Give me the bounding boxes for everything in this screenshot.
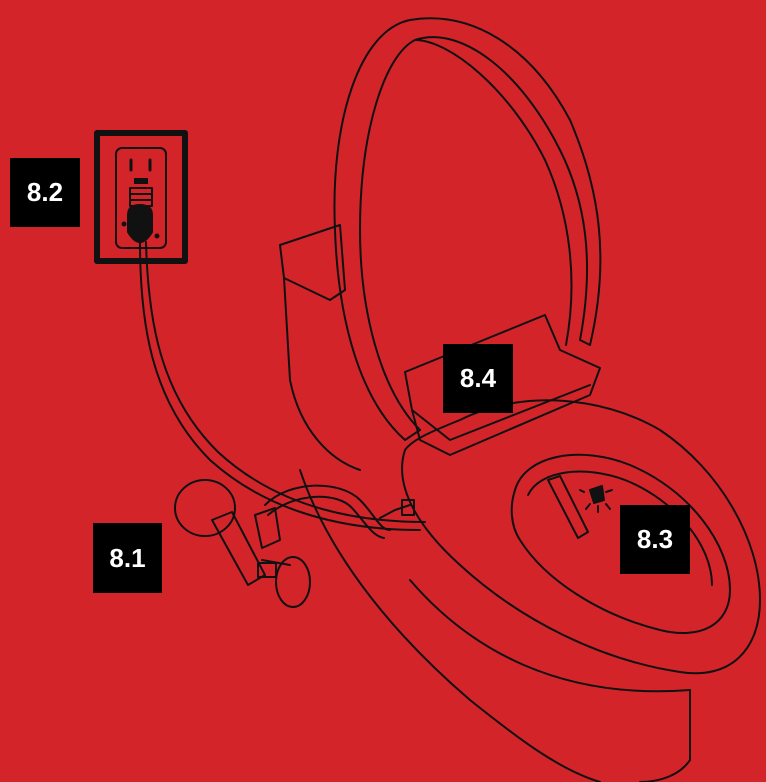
toilet-bowl [300, 400, 760, 782]
power-plug [123, 205, 159, 242]
nightlight-icon [580, 486, 612, 512]
step-label-8-3: 8.3 [620, 505, 690, 574]
water-shutoff-valve [175, 480, 310, 607]
power-cord [140, 242, 425, 530]
step-label-8-2: 8.2 [10, 158, 80, 227]
step-label-8-1: 8.1 [93, 523, 162, 593]
step-label-8-4: 8.4 [443, 344, 513, 413]
toilet-tank [280, 225, 360, 470]
bidet-wand [548, 476, 588, 538]
